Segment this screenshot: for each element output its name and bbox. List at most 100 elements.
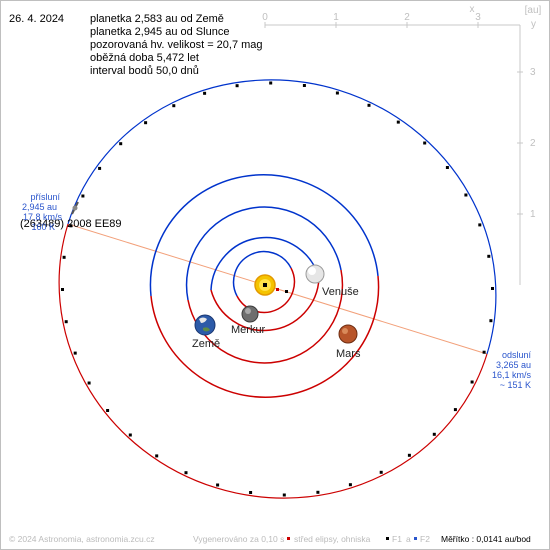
mars-label: Mars bbox=[336, 348, 361, 360]
unit-label: [au] bbox=[525, 5, 542, 16]
a-legend-text: a bbox=[406, 534, 411, 544]
orbit-point-marker bbox=[367, 103, 371, 107]
orbit-point-marker bbox=[316, 490, 320, 494]
orbit-point-marker bbox=[61, 288, 64, 291]
f1-legend-marker bbox=[386, 537, 389, 540]
perihelion-line: 160 K bbox=[31, 222, 55, 232]
info-line: interval bodů 50,0 dnů bbox=[90, 65, 199, 77]
mars-orbit-north bbox=[149, 174, 379, 297]
f2-legend-marker bbox=[414, 537, 417, 540]
orbit-point-marker bbox=[184, 471, 188, 475]
mercury-label: Merkur bbox=[231, 324, 266, 336]
orbit-point-marker bbox=[335, 91, 339, 95]
orbit-point-marker bbox=[203, 91, 207, 95]
orbit-point-marker bbox=[478, 223, 482, 227]
generated-text: Vygenerováno za 0,10 s bbox=[193, 534, 284, 544]
f1-legend-text: F1 bbox=[392, 534, 402, 544]
aphelion-line: 16,1 km/s bbox=[492, 370, 532, 380]
earth-icon bbox=[194, 314, 216, 336]
x-tick-label: 1 bbox=[333, 12, 339, 23]
aphelion-info: odsluní 3,265 au 16,1 km/s ~ 151 K bbox=[492, 350, 532, 390]
orbit-point-marker bbox=[489, 319, 493, 323]
copyright-text: © 2024 Astronomia, astronomia.zcu.cz bbox=[9, 534, 155, 544]
orbit-point-marker bbox=[155, 454, 159, 458]
y-tick-label: 1 bbox=[530, 209, 536, 220]
orbit-point-marker bbox=[119, 142, 123, 146]
x-scale-axis: 0 1 2 3 x [au] bbox=[262, 4, 542, 28]
orbit-point-marker bbox=[64, 320, 68, 324]
aphelion-line: 3,265 au bbox=[496, 360, 531, 370]
orbit-point-marker bbox=[482, 350, 486, 354]
center-legend-marker bbox=[287, 537, 290, 540]
orbit-point-marker bbox=[62, 255, 66, 259]
aphelion-line: ~ 151 K bbox=[500, 380, 531, 390]
perihelion-line: 2,945 au bbox=[22, 202, 57, 212]
orbit-point-marker bbox=[216, 483, 220, 487]
orbit-point-marker bbox=[396, 120, 400, 124]
info-line: oběžná doba 5,472 let bbox=[90, 52, 199, 64]
center-legend-text: střed elipsy, ohniska bbox=[294, 534, 371, 544]
orbit-point-marker bbox=[348, 483, 352, 487]
orbit-point-marker bbox=[445, 166, 449, 169]
orbit-point-marker bbox=[249, 491, 253, 494]
x-tick-label: 0 bbox=[262, 12, 268, 23]
asteroid-orbit-north bbox=[67, 79, 497, 355]
orbit-point-marker bbox=[87, 381, 91, 385]
info-line: planetka 2,583 au od Země bbox=[90, 13, 224, 25]
orbit-point-marker bbox=[379, 470, 383, 474]
orbit-point-marker bbox=[144, 121, 148, 125]
focus-marker bbox=[276, 288, 279, 291]
orbit-point-marker bbox=[73, 351, 77, 355]
orbit-point-marker bbox=[432, 432, 436, 436]
asteroid-label: (263489) 2008 EE89 bbox=[20, 218, 122, 230]
orbit-point-marker bbox=[106, 409, 110, 412]
asteroid-icon bbox=[71, 201, 79, 215]
orbit-point-marker bbox=[487, 254, 491, 258]
earth-label: Země bbox=[192, 338, 220, 350]
orbit-point-marker bbox=[464, 193, 468, 197]
perihelion-info: přísluní 2,945 au 17,8 km/s 160 K bbox=[22, 192, 63, 232]
info-line: pozorovaná hv. velikost = 20,7 mag bbox=[90, 39, 263, 51]
info-block: planetka 2,583 au od Země planetka 2,945… bbox=[90, 13, 263, 77]
orbit-point-marker bbox=[81, 194, 85, 198]
venus-orbit-south bbox=[210, 277, 320, 332]
footer: © 2024 Astronomia, astronomia.zcu.cz Vyg… bbox=[9, 534, 531, 544]
aphelion-line: odsluní bbox=[502, 350, 532, 360]
info-line: planetka 2,945 au od Slunce bbox=[90, 26, 229, 38]
y-axis-label: y bbox=[531, 19, 536, 30]
mars-orbit-south bbox=[150, 275, 380, 398]
x-axis-label: x bbox=[470, 4, 475, 15]
date-label: 26. 4. 2024 bbox=[9, 13, 64, 25]
y-tick-label: 2 bbox=[530, 138, 536, 149]
orbit-point-marker bbox=[235, 84, 239, 88]
mercury-orbit-south bbox=[236, 267, 296, 314]
orbit-point-marker bbox=[453, 408, 457, 412]
orbit-point-marker bbox=[282, 493, 286, 497]
orbit-point-marker bbox=[69, 224, 73, 228]
venus-orbit-north bbox=[210, 236, 320, 291]
orbit-point-marker bbox=[470, 380, 474, 384]
mercury-icon bbox=[241, 305, 259, 323]
x-tick-label: 3 bbox=[475, 12, 481, 23]
y-scale-axis: 3 2 1 y bbox=[517, 19, 536, 285]
perihelion-line: 17,8 km/s bbox=[23, 212, 63, 222]
scale-text: Měřítko : 0,0141 au/bod bbox=[441, 534, 531, 544]
venus-label: Venuše bbox=[322, 286, 359, 298]
ellipse-center-marker bbox=[285, 290, 288, 293]
orbit-point-marker bbox=[407, 453, 411, 457]
asteroid-orbit-south bbox=[58, 223, 488, 499]
orbit-point-marker bbox=[423, 141, 427, 145]
perihelion-line: přísluní bbox=[30, 192, 60, 202]
orbit-point-marker bbox=[172, 104, 176, 108]
earth-orbit-north bbox=[185, 206, 342, 301]
x-tick-label: 2 bbox=[404, 12, 410, 23]
orbit-point-marker bbox=[491, 287, 494, 290]
orbit-point-marker bbox=[302, 84, 306, 87]
mercury-orbit-north bbox=[232, 250, 292, 297]
orbit-point-marker bbox=[269, 81, 273, 85]
mars-icon bbox=[338, 324, 358, 344]
orbit-point-marker bbox=[98, 166, 102, 170]
orbit-point-marker bbox=[128, 433, 132, 437]
